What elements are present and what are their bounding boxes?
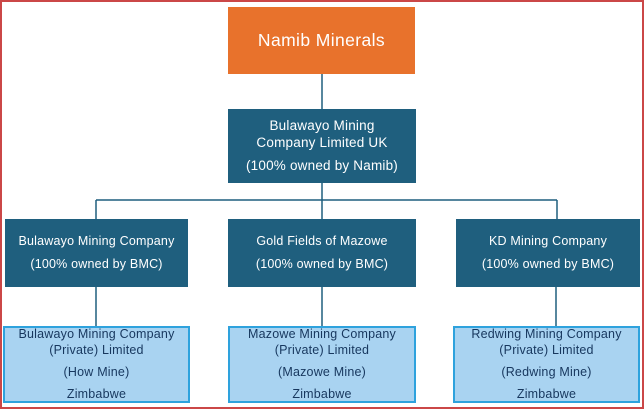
ownership-label: (100% owned by BMC) xyxy=(255,256,389,271)
node-bulawayo-mining-private-limited: Bulawayo Mining Company (Private) Limite… xyxy=(3,326,190,403)
company-name-line: Redwing Mining Company xyxy=(471,326,622,341)
company-name: Namib Minerals xyxy=(257,30,386,51)
company-name-line: Mazowe Mining Company xyxy=(247,326,396,341)
company-name-line: Company Limited UK xyxy=(256,135,388,151)
country-label: Zimbabwe xyxy=(292,387,352,402)
company-name: Bulawayo Mining Company xyxy=(18,234,175,249)
mine-label: (How Mine) xyxy=(63,365,130,380)
ownership-label: (100% owned by Namib) xyxy=(245,158,399,174)
company-name-line: (Private) Limited xyxy=(499,342,594,357)
mine-label: (Mazowe Mine) xyxy=(277,365,367,380)
node-namib-minerals: Namib Minerals xyxy=(228,7,415,74)
node-redwing-mining-private-limited: Redwing Mining Company (Private) Limited… xyxy=(453,326,640,403)
ownership-label: (100% owned by BMC) xyxy=(481,256,615,271)
company-name: Bulawayo Mining Company (Private) Limite… xyxy=(18,327,174,359)
node-bulawayo-mining-company: Bulawayo Mining Company (100% owned by B… xyxy=(5,219,188,287)
company-name: Gold Fields of Mazowe xyxy=(256,234,388,249)
company-name: Redwing Mining Company (Private) Limited xyxy=(471,327,621,359)
company-name: KD Mining Company xyxy=(488,234,608,249)
company-name-line: Bulawayo Mining Company xyxy=(18,326,175,341)
node-kd-mining-company: KD Mining Company (100% owned by BMC) xyxy=(456,219,640,287)
company-name: Bulawayo Mining Company Limited UK xyxy=(256,117,387,151)
company-name-line: Bulawayo Mining xyxy=(269,118,375,134)
company-name: Mazowe Mining Company (Private) Limited xyxy=(248,327,396,359)
node-mazowe-mining-private-limited: Mazowe Mining Company (Private) Limited … xyxy=(228,326,416,403)
node-bulawayo-mining-company-uk: Bulawayo Mining Company Limited UK (100%… xyxy=(228,109,416,183)
node-gold-fields-of-mazowe: Gold Fields of Mazowe (100% owned by BMC… xyxy=(228,219,416,287)
country-label: Zimbabwe xyxy=(516,387,577,402)
mine-label: (Redwing Mine) xyxy=(501,365,592,380)
company-name-line: (Private) Limited xyxy=(274,342,370,357)
ownership-label: (100% owned by BMC) xyxy=(30,256,163,271)
company-name-line: (Private) Limited xyxy=(49,342,144,357)
country-label: Zimbabwe xyxy=(66,387,127,402)
